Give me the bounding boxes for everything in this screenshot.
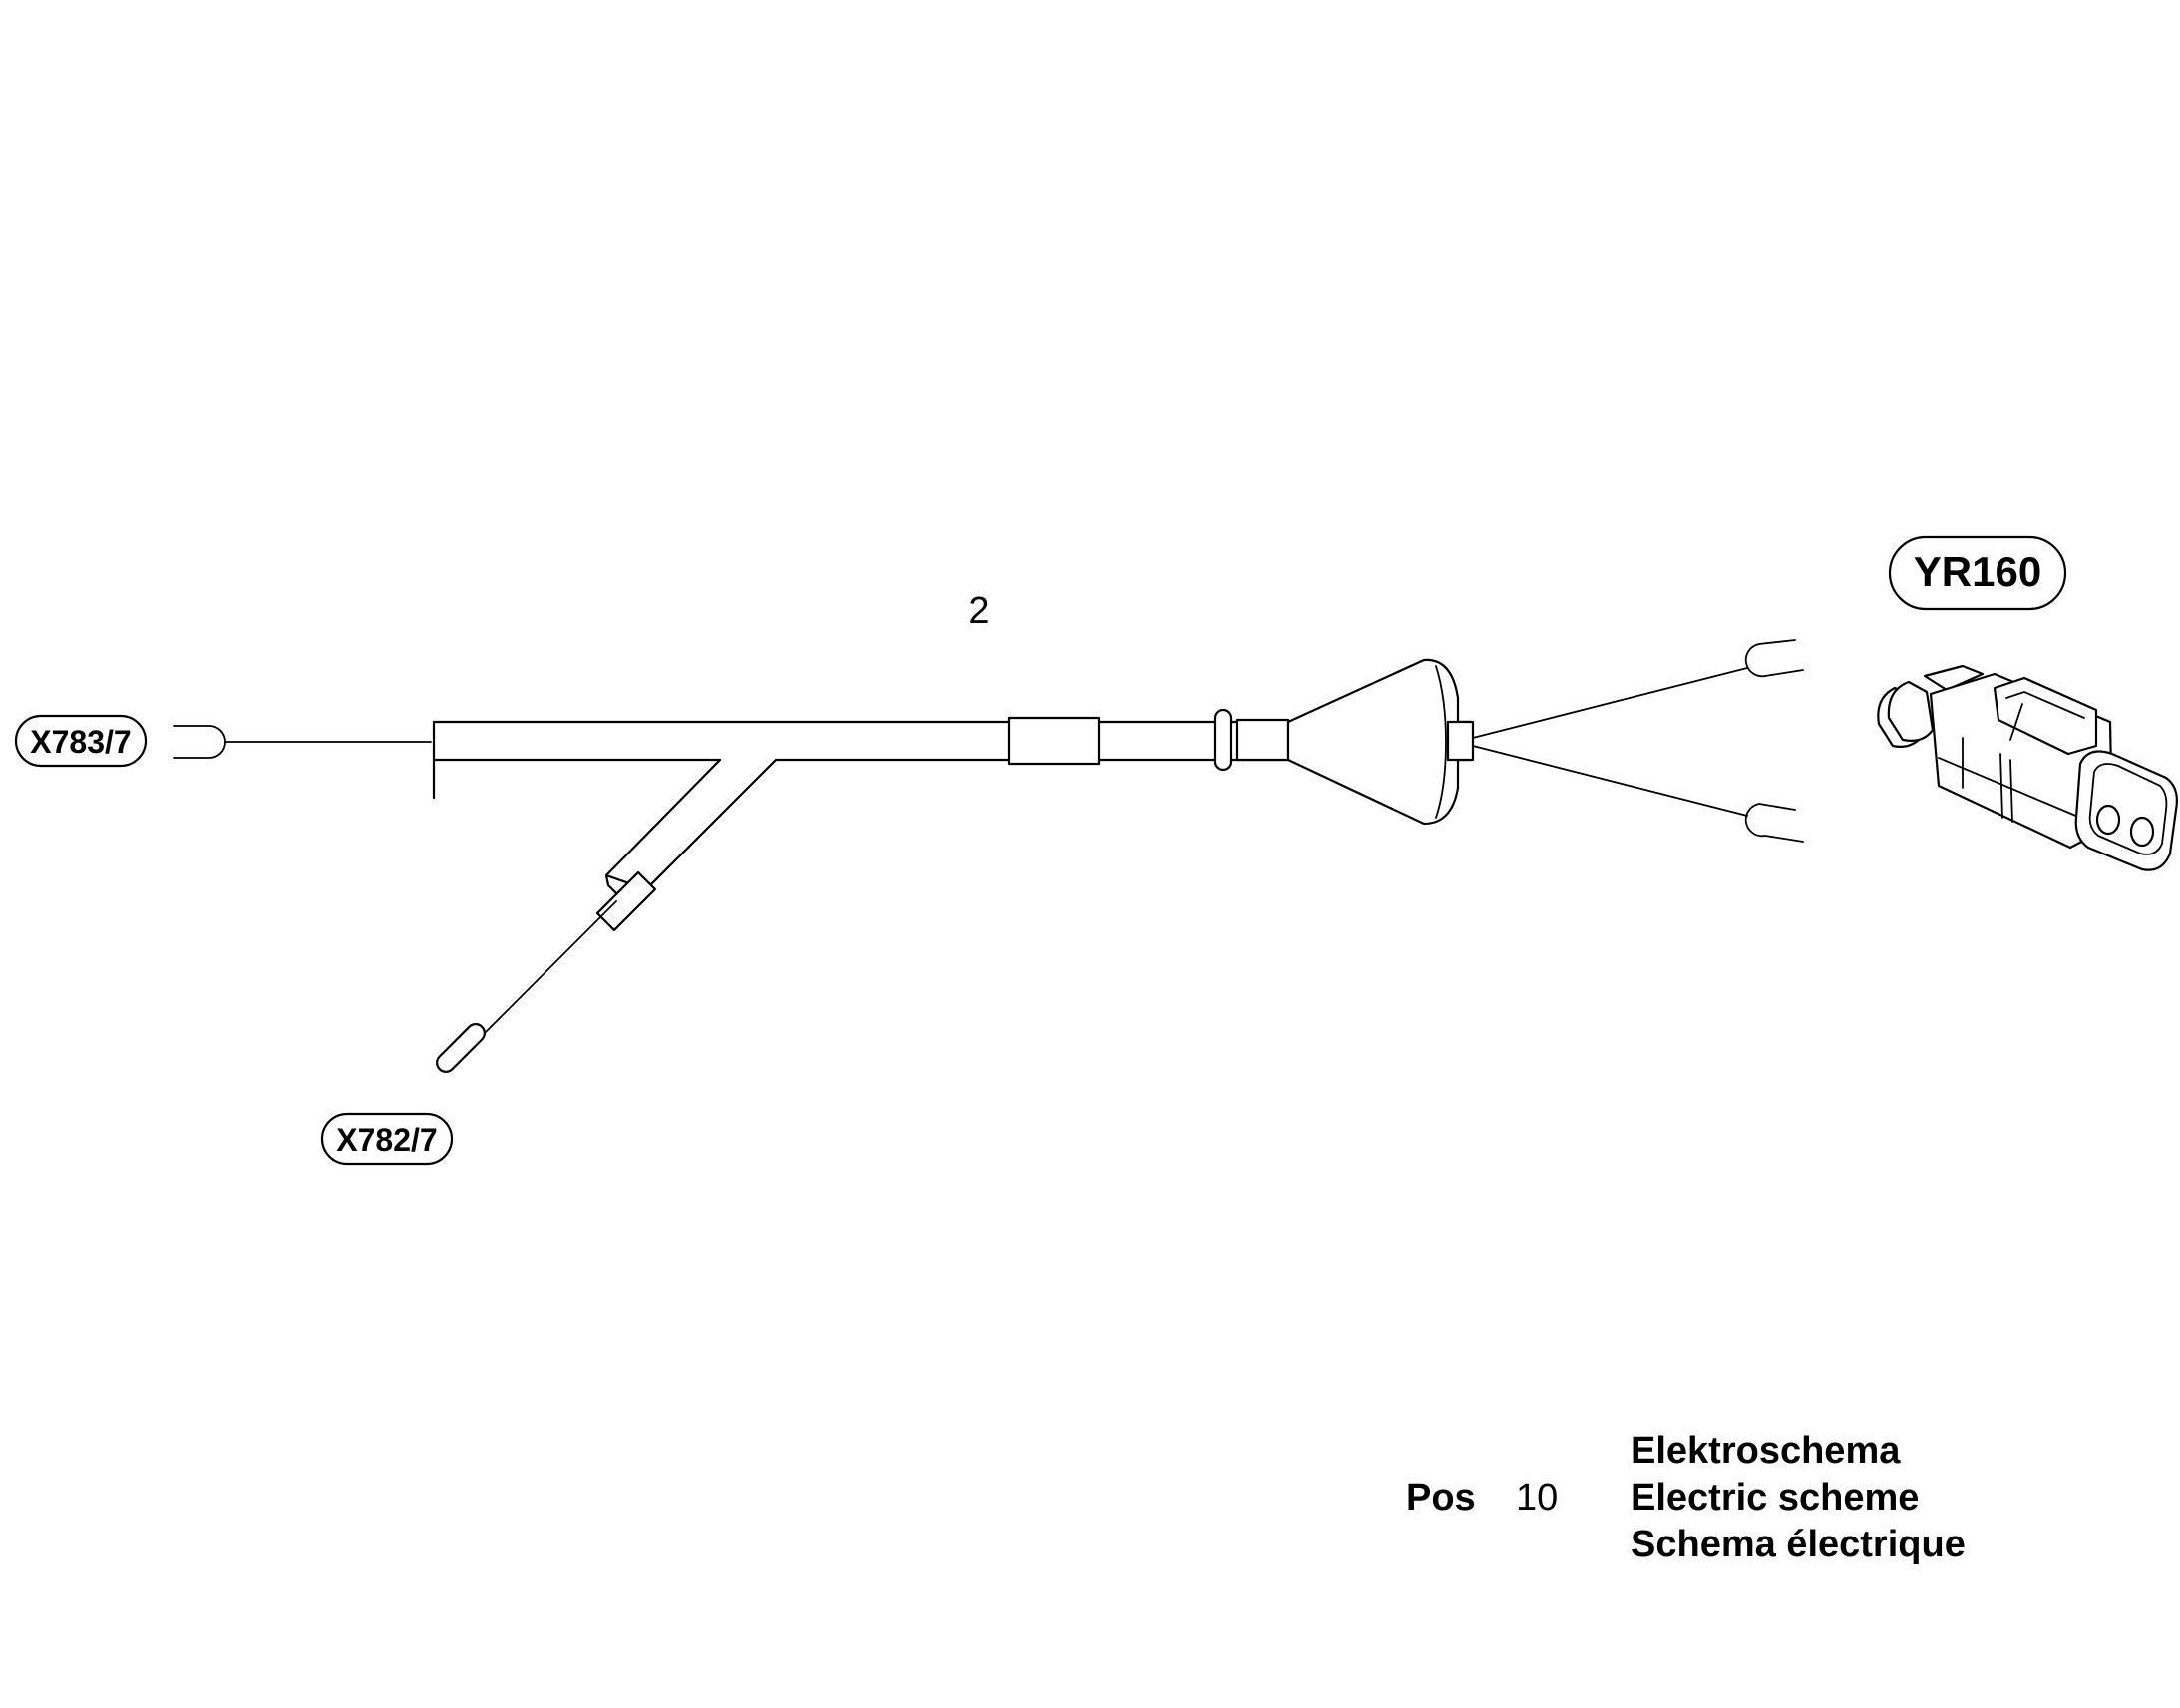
pos-number: 10: [1516, 1477, 1558, 1519]
label-x783: X783/7: [14, 714, 148, 768]
label-x782: X782/7: [320, 1112, 454, 1166]
label-yr160: YR160: [1888, 535, 2067, 611]
title-block: Pos 10 Elektroschema Electric scheme Sch…: [1406, 1430, 1966, 1565]
connector-leads: [1472, 639, 1804, 843]
trunk-clip: [1213, 708, 1290, 772]
title-line-en: Electric scheme: [1631, 1477, 1919, 1519]
label-x782-text: X782/7: [336, 1122, 437, 1158]
trunk-sleeve: [1007, 716, 1101, 766]
item-number: 2: [968, 590, 989, 632]
connector-yr160: [1877, 664, 2178, 871]
label-x783-text: X783/7: [30, 724, 131, 760]
title-line-fr: Schema électrique: [1631, 1524, 1966, 1565]
harness-branch: [436, 758, 778, 1073]
grommet: [1286, 658, 1475, 826]
title-line-de: Elektroschema: [1631, 1430, 1901, 1472]
pos-label: Pos: [1406, 1477, 1476, 1519]
terminal-x783: [173, 725, 432, 759]
label-yr160-text: YR160: [1914, 548, 2041, 595]
